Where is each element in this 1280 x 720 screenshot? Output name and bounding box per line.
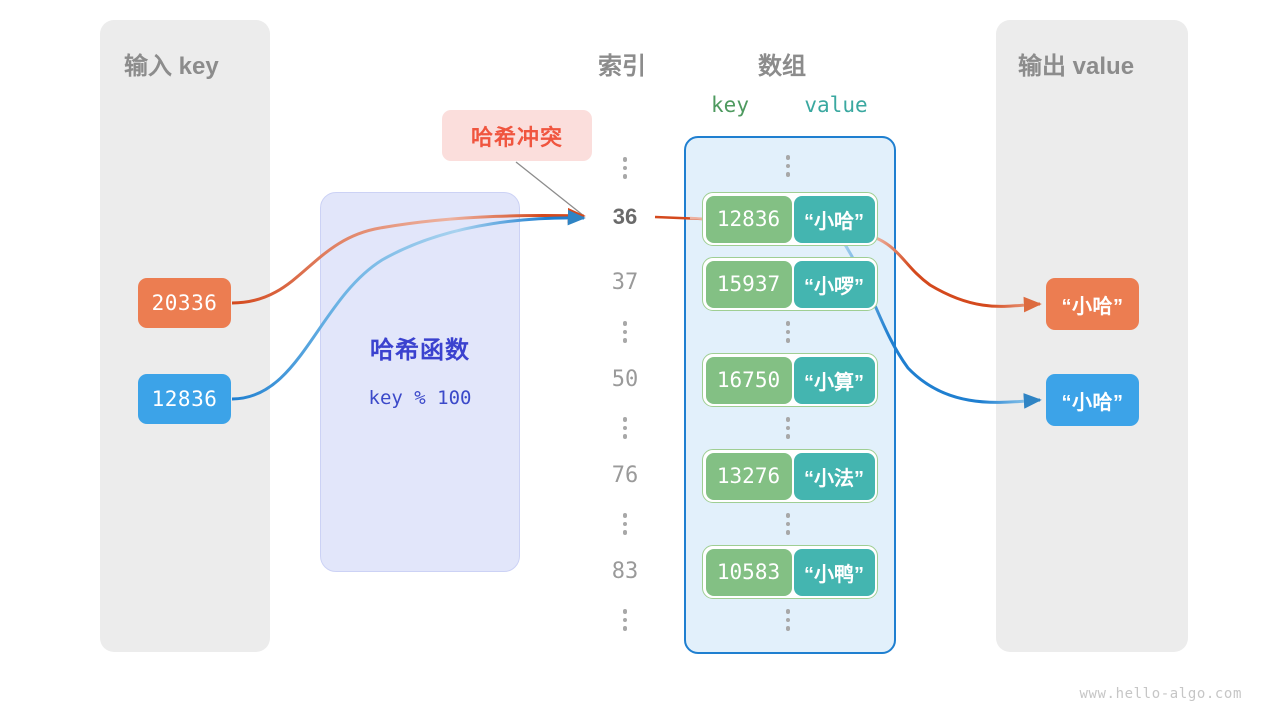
output-panel-title-text: 输出 value: [1018, 53, 1135, 80]
index-label-50: 50: [611, 367, 639, 392]
input-key-12836[interactable]: 12836: [138, 374, 231, 424]
key-value-header: key value: [684, 93, 896, 117]
index-ellipsis-1: [618, 321, 632, 343]
watermark: www.hello-algo.com: [1079, 686, 1242, 702]
bucket-key-36: 12836: [705, 195, 792, 243]
bucket-row-76[interactable]: 13276 “小法”: [702, 449, 878, 503]
hash-collision-badge: 哈希冲突: [442, 110, 592, 161]
array-ellipsis-1: [781, 321, 795, 343]
index-label-76: 76: [611, 463, 639, 488]
bucket-row-36[interactable]: 12836 “小哈”: [702, 192, 878, 246]
index-ellipsis-top: [618, 157, 632, 179]
index-column-header: 索引: [598, 53, 646, 80]
input-panel-title-text: 输入 key: [124, 53, 219, 80]
index-label-36: 36: [612, 204, 638, 229]
bucket-key-50: 16750: [705, 356, 792, 404]
index-ellipsis-bottom: [618, 609, 632, 631]
array-ellipsis-3: [781, 513, 795, 535]
bucket-row-83[interactable]: 10583 “小鸭”: [702, 545, 878, 599]
bucket-row-37[interactable]: 15937 “小啰”: [702, 257, 878, 311]
array-ellipsis-2: [781, 417, 795, 439]
input-key-20336[interactable]: 20336: [138, 278, 231, 328]
bucket-key-83: 10583: [705, 548, 792, 596]
bucket-value-37: “小啰”: [793, 260, 875, 308]
bucket-value-36: “小哈”: [793, 195, 875, 243]
hash-function-expression: key % 100: [368, 387, 472, 409]
index-ellipsis-3: [618, 513, 632, 535]
value-column-label: value: [804, 93, 868, 117]
index-label-37: 37: [611, 270, 639, 295]
input-panel: [100, 20, 270, 652]
output-value-orange[interactable]: “小哈”: [1046, 278, 1139, 330]
index-label-83: 83: [611, 559, 639, 584]
bucket-key-76: 13276: [705, 452, 792, 500]
array-ellipsis-top: [781, 155, 795, 177]
key-column-label: key: [711, 93, 749, 117]
hash-function-name: 哈希函数: [370, 337, 470, 364]
bucket-value-83: “小鸭”: [793, 548, 875, 596]
output-panel: [996, 20, 1188, 652]
array-ellipsis-bottom: [781, 609, 795, 631]
output-panel-title: 输出 value: [1018, 46, 1134, 81]
index-ellipsis-2: [618, 417, 632, 439]
bucket-key-37: 15937: [705, 260, 792, 308]
collision-leader-line: [515, 161, 585, 217]
bucket-row-50[interactable]: 16750 “小算”: [702, 353, 878, 407]
input-panel-title: 输入 key: [124, 46, 219, 81]
bucket-value-50: “小算”: [793, 356, 875, 404]
hash-function-labels: 哈希函数 key % 100: [320, 330, 520, 409]
bucket-value-76: “小法”: [793, 452, 875, 500]
array-column-header: 数组: [758, 53, 806, 80]
output-value-blue[interactable]: “小哈”: [1046, 374, 1139, 426]
